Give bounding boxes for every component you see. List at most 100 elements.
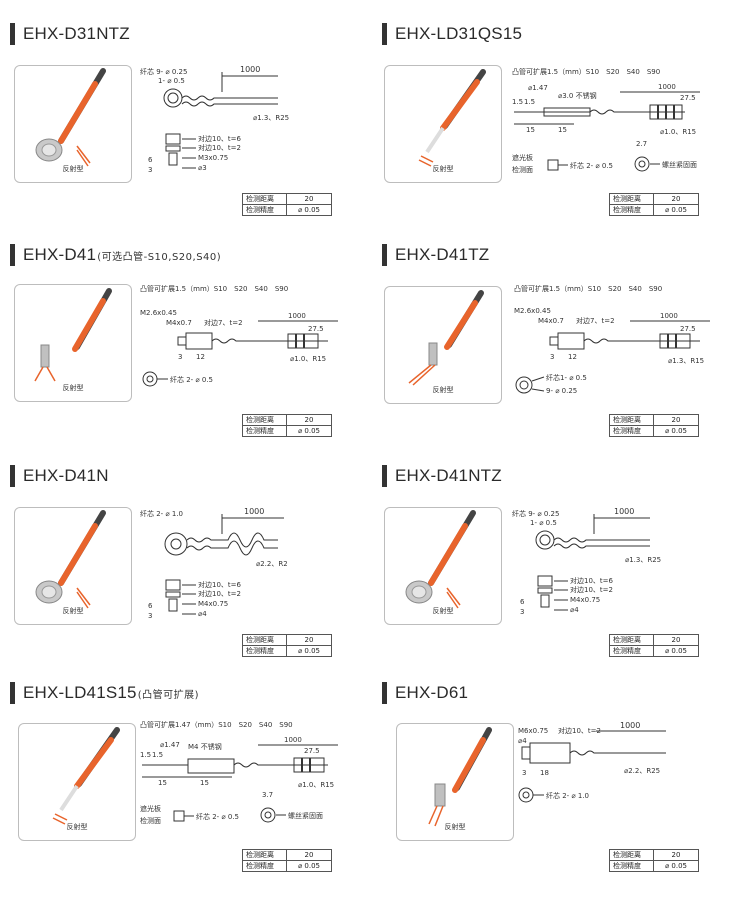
spec-precision-label: 检测精度 <box>609 860 654 872</box>
thread-label: M3x0.75 <box>198 154 228 162</box>
product-ehx-d41ntz: EHX-D41NTZ 反射型 1000 纤芯 9- ⌀ 0.25 1- ⌀ 0.… <box>382 464 732 679</box>
label2: 检测面 <box>140 816 161 825</box>
spec-distance-value: 20 <box>653 849 699 861</box>
spec-precision-value: ⌀ 0.05 <box>653 860 699 872</box>
core-label: 纤芯1- ⌀ 0.5 <box>546 373 587 382</box>
sensor-photo-icon <box>35 68 106 167</box>
product-ehx-d41n: EHX-D41N 反射型 纤芯 2- ⌀ 1.0 1000 ⌀2.2、R2 对边… <box>10 464 360 679</box>
thread1-label: M2.6x0.45 <box>514 307 551 315</box>
dimension-drawing: 凸管可扩展1.5（mm）S10 S20 S40 S90 M2.6x0.45 M4… <box>140 284 338 387</box>
thread-label: M4x0.75 <box>198 600 228 608</box>
cap-label: 3.7 <box>262 791 273 799</box>
core-label: 纤芯 2- ⌀ 1.0 <box>140 509 183 518</box>
len2-label: 27.5 <box>680 325 696 333</box>
sensor-photo-icon <box>34 288 112 382</box>
dia-label: ⌀4 <box>198 610 207 618</box>
across2-label: 对边10、t=2 <box>198 589 241 598</box>
header-label: 凸管可扩展1.5（mm）S10 S20 S40 S90 <box>512 67 660 76</box>
seg1-label: 15 <box>158 779 167 787</box>
title-bar <box>382 465 387 487</box>
length-label: 1000 <box>614 507 634 516</box>
title-bar <box>382 682 387 704</box>
product-ehx-ld41s15: EHX-LD41S15 (凸管可扩展) 反射型 凸管可扩展1.47（mm）S10… <box>10 681 360 896</box>
spec-distance-label: 检测距离 <box>609 414 654 426</box>
dimension-drawing: 纤芯 2- ⌀ 1.0 1000 ⌀2.2、R2 对边10、t=6 对边10、t… <box>140 507 288 620</box>
across2-label: 对边10、t=2 <box>570 585 613 594</box>
core-label: 纤芯 2- ⌀ 1.0 <box>546 791 589 800</box>
spec-distance-label: 检测距离 <box>242 414 287 426</box>
across-label: 对边10、t=2 <box>558 726 601 735</box>
across1-label: 对边10、t=6 <box>198 580 242 589</box>
d2-label: 1.5 <box>152 751 163 759</box>
thread2-label: M4x0.7 <box>538 317 564 325</box>
product-photo: 反射型 <box>14 65 132 183</box>
spec-distance-label: 检测距离 <box>242 849 287 861</box>
core-label: 纤芯 2- ⌀ 0.5 <box>170 375 213 384</box>
product-title: EHX-D61 <box>395 683 469 702</box>
across-label: 对边7、t=2 <box>204 318 243 327</box>
product-title: EHX-LD41S15 <box>23 683 137 702</box>
d2-label: 1.5 <box>524 98 535 106</box>
length-label: 1000 <box>660 312 678 320</box>
photo-caption: 反射型 <box>444 823 466 831</box>
spec-distance-label: 检测距离 <box>609 849 654 861</box>
product-title: EHX-D41N <box>23 466 109 485</box>
spec-distance-label: 检测距离 <box>609 193 654 205</box>
core2-label: 9- ⌀ 0.25 <box>546 387 577 395</box>
dimension-drawing: 1000 纤芯 9- ⌀ 0.25 1- ⌀ 0.5 ⌀1.3、R25 对边10… <box>140 65 289 174</box>
product-title: EHX-D41TZ <box>395 245 490 264</box>
across1-label: 对边10、t=6 <box>198 134 242 143</box>
spec-precision-value: ⌀ 0.05 <box>286 425 332 437</box>
seg2-label: 15 <box>558 126 567 134</box>
d1-label: 1.5 <box>512 98 523 106</box>
core2-label: 1- ⌀ 0.5 <box>530 519 557 527</box>
sensor-photo-icon <box>405 510 476 609</box>
photo-caption: 反射型 <box>62 384 84 392</box>
len2-label: 27.5 <box>308 325 324 333</box>
dimension-drawing: 凸管可扩展1.47（mm）S10 S20 S40 S90 ⌀1.47 M4 不锈… <box>140 720 338 825</box>
dimension-drawing: 凸管可扩展1.5（mm）S10 S20 S40 S90 M2.6x0.45 M4… <box>514 284 710 395</box>
thread1-label: M6x0.75 <box>518 727 548 735</box>
seg2-label: 18 <box>540 769 549 777</box>
product-title: EHX-D41NTZ <box>395 466 502 485</box>
cable-label: ⌀1.0、R15 <box>298 781 334 789</box>
spec-precision-label: 检测精度 <box>609 645 654 657</box>
photo-caption: 反射型 <box>62 165 84 173</box>
product-ehx-d61: EHX-D61 反射型 M6x0.75 对边10、t=2 ⌀4 1000 3 1… <box>382 681 732 896</box>
spec-distance-value: 20 <box>653 414 699 426</box>
product-ehx-d41: EHX-D41 (可选凸管-S10,S20,S40) 反射型 凸管可扩展1.5（… <box>10 243 360 458</box>
seg2-label: 12 <box>568 353 577 361</box>
title-bar <box>10 23 15 45</box>
length-label: 1000 <box>284 736 302 744</box>
length-label: 1000 <box>620 721 640 730</box>
core-label: 纤芯 9- ⌀ 0.25 <box>140 67 187 76</box>
dim-b-label: 3 <box>148 612 152 620</box>
len2-label: 27.5 <box>304 747 320 755</box>
seg1-label: 3 <box>178 353 182 361</box>
product-photo: 反射型 <box>14 507 132 625</box>
header-label: 凸管可扩展1.5（mm）S10 S20 S40 S90 <box>140 284 288 293</box>
photo-caption: 反射型 <box>432 165 454 173</box>
length-label: 1000 <box>240 65 260 74</box>
spec-distance-value: 20 <box>286 193 332 205</box>
thread1-label: M2.6x0.45 <box>140 309 177 317</box>
tube-label: ⌀3.0 不锈钢 <box>558 91 597 100</box>
label2: 检测面 <box>512 165 533 174</box>
across1-label: 对边10、t=6 <box>570 576 614 585</box>
product-photo: 反射型 <box>384 507 502 625</box>
spec-distance-label: 检测距离 <box>242 193 287 205</box>
spec-precision-value: ⌀ 0.05 <box>653 204 699 216</box>
spec-precision-value: ⌀ 0.05 <box>286 204 332 216</box>
dim-a-label: 6 <box>520 598 525 606</box>
photo-caption: 反射型 <box>432 386 454 394</box>
core-label: 纤芯 2- ⌀ 0.5 <box>196 812 239 821</box>
product-subtitle: (凸管可扩展) <box>137 689 200 701</box>
cable-label: ⌀2.2、R2 <box>256 560 288 568</box>
product-photo: 反射型 <box>14 284 132 402</box>
dimension-drawing: 1000 纤芯 9- ⌀ 0.25 1- ⌀ 0.5 ⌀1.3、R25 对边10… <box>512 507 661 616</box>
header-label: 凸管可扩展1.5（mm）S10 S20 S40 S90 <box>514 284 662 293</box>
tube-label: M4 不锈钢 <box>188 742 222 751</box>
